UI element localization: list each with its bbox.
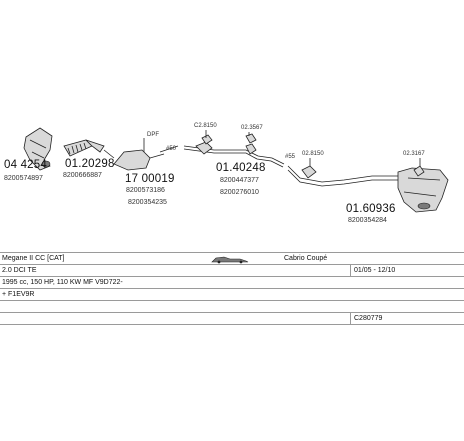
model-name: Megane II CC [CAT] — [2, 255, 65, 262]
part-ref2-center-pipe: 8200276010 — [220, 189, 259, 196]
exhaust-drawing — [23, 127, 449, 213]
part-code-manifold: 04 4254 — [4, 159, 47, 171]
flex-pipe-drawing — [63, 139, 105, 157]
part-code-rear-silencer: 01.60936 — [346, 203, 396, 215]
table-rule — [0, 300, 464, 301]
part-ref-center-pipe: 8200447377 — [220, 177, 259, 184]
part-ref2-dpf: 8200354235 — [128, 199, 167, 206]
table-divider — [350, 312, 351, 324]
part-ref-rear-silencer: 8200354284 — [348, 217, 387, 224]
part-ref-dpf: 8200573186 — [126, 187, 165, 194]
callout-diameter-55: #55 — [285, 154, 296, 160]
production-years: 01/05 - 12/10 — [354, 267, 396, 274]
callout-clamp-front: C2.8150 — [194, 123, 217, 129]
callout-diameter-50: #50 — [166, 146, 177, 152]
part-ref-manifold: 8200574897 — [4, 175, 43, 182]
table-rule — [0, 264, 464, 265]
callout-clamp-rear: 02.8150 — [302, 151, 324, 157]
part-code-dpf: 17 00019 — [125, 173, 175, 185]
manifold-catalyst-drawing — [23, 127, 53, 171]
dpf-drawing — [103, 138, 179, 171]
table-rule — [0, 312, 464, 313]
callout-hanger-rear: 02.3167 — [403, 151, 425, 157]
rear-silencer-drawing — [287, 158, 449, 213]
callout-hanger-front: 02.3567 — [241, 125, 263, 131]
kit-code: C280779 — [354, 315, 383, 322]
exhaust-diagram: 04 4254 8200574897 01.20298 8200666887 1… — [4, 123, 449, 224]
center-pipe-drawing — [183, 130, 285, 168]
table-rule — [0, 288, 464, 289]
engine-name: 2.0 DCI TE — [2, 267, 37, 274]
part-code-center-pipe: 01.40248 — [216, 162, 266, 174]
table-divider — [350, 264, 351, 276]
engine-note: + F1EV9R — [2, 291, 35, 298]
engine-spec: 1995 cc, 150 HP, 110 KW MF V9D722- — [2, 279, 123, 286]
part-code-flex-pipe: 01.20298 — [65, 158, 115, 170]
car-silhouette-icon — [211, 256, 249, 264]
body-type: Cabrio Coupé — [284, 255, 328, 262]
part-ref-flex-pipe: 8200666887 — [63, 172, 102, 179]
table-rule — [0, 252, 464, 253]
callout-dpf: DPF — [147, 132, 159, 138]
table-rule — [0, 324, 464, 325]
table-rule — [0, 276, 464, 277]
